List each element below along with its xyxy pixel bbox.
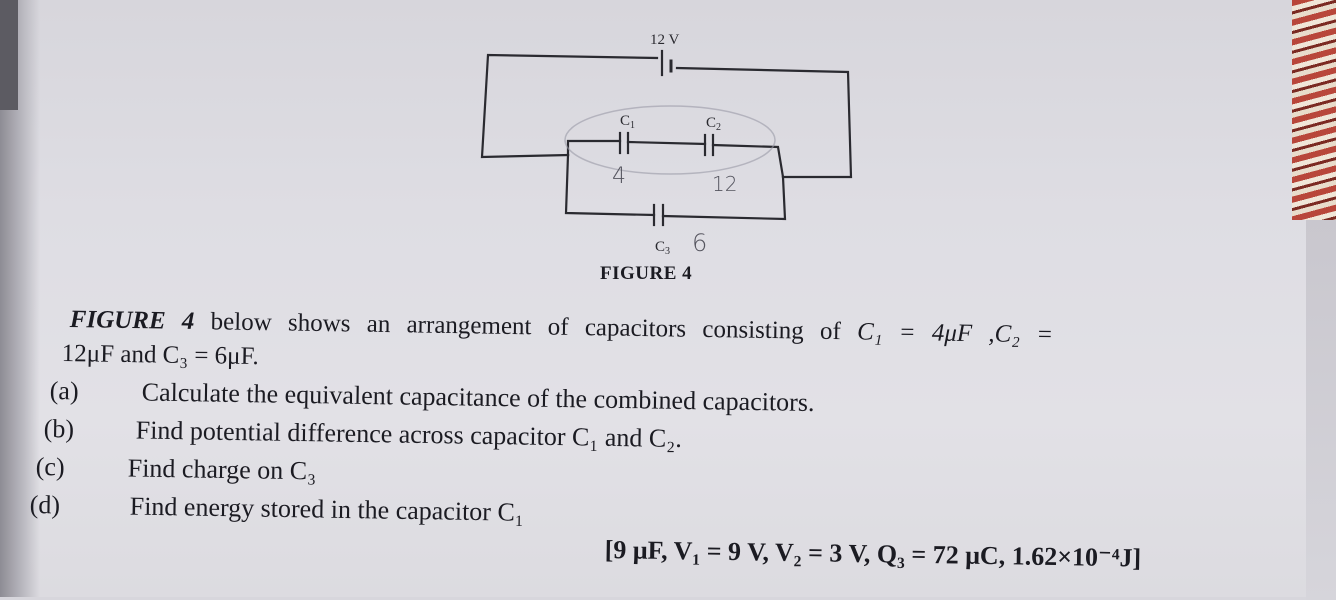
item-label: (d) xyxy=(29,490,61,520)
item-text: Find charge on C₃ xyxy=(127,453,317,486)
wire-branch-left xyxy=(566,139,622,157)
c1-label: C1 xyxy=(620,113,635,131)
item-text: Calculate the equivalent capacitance of … xyxy=(141,377,815,418)
circuit-diagram: 12 V C1 C2 C3 4 12 6 xyxy=(480,32,853,257)
question-item-c: (c) Find charge on C₃ xyxy=(36,452,317,486)
figure-caption: FIGURE 4 xyxy=(600,263,693,284)
question-item-b: (b) Find potential difference across capa… xyxy=(44,414,683,454)
fabric-edge xyxy=(1292,0,1336,220)
handwritten-c1-value: 4 xyxy=(612,164,626,189)
handwritten-c2-value: 12 xyxy=(712,172,737,196)
intro-text: below shows an arrangement of capacitors… xyxy=(194,307,858,346)
wire-top-right xyxy=(675,66,853,179)
dark-corner xyxy=(0,0,18,110)
capacitor-values-start: C₁ = 4μF ,C₂ = xyxy=(856,318,1054,349)
item-label: (c) xyxy=(35,452,65,482)
question-item-a: (a) Calculate the equivalent capacitance … xyxy=(50,376,815,418)
c3-label: C3 xyxy=(655,239,670,257)
hand-ellipse xyxy=(564,105,776,175)
wire-c1-c2 xyxy=(626,140,707,146)
answer-key: [9 μF, V₁ = 9 V, V₂ = 3 V, Q₃ = 72 μC, 1… xyxy=(604,535,1142,573)
item-text: Find potential difference across capacit… xyxy=(135,415,683,454)
item-label: (a) xyxy=(49,376,79,406)
intro-bold: FIGURE 4 xyxy=(69,306,195,335)
question-intro-line2: 12μF and C₃ = 6μF. xyxy=(61,340,259,371)
battery-label: 12 V xyxy=(650,32,679,48)
wire-branch-right xyxy=(711,143,785,179)
handwritten-c3-value: 6 xyxy=(692,229,707,257)
item-text: Find energy stored in the capacitor C₁ xyxy=(129,491,525,527)
c2-label: C2 xyxy=(706,115,721,133)
item-label: (b) xyxy=(43,414,75,444)
wire-c3-right xyxy=(661,175,787,221)
wire-top-left xyxy=(480,53,659,159)
question-item-d: (d) Find energy stored in the capacitor C… xyxy=(30,490,525,528)
wire-c3-left xyxy=(564,153,656,217)
page-edge-right xyxy=(1306,220,1336,600)
